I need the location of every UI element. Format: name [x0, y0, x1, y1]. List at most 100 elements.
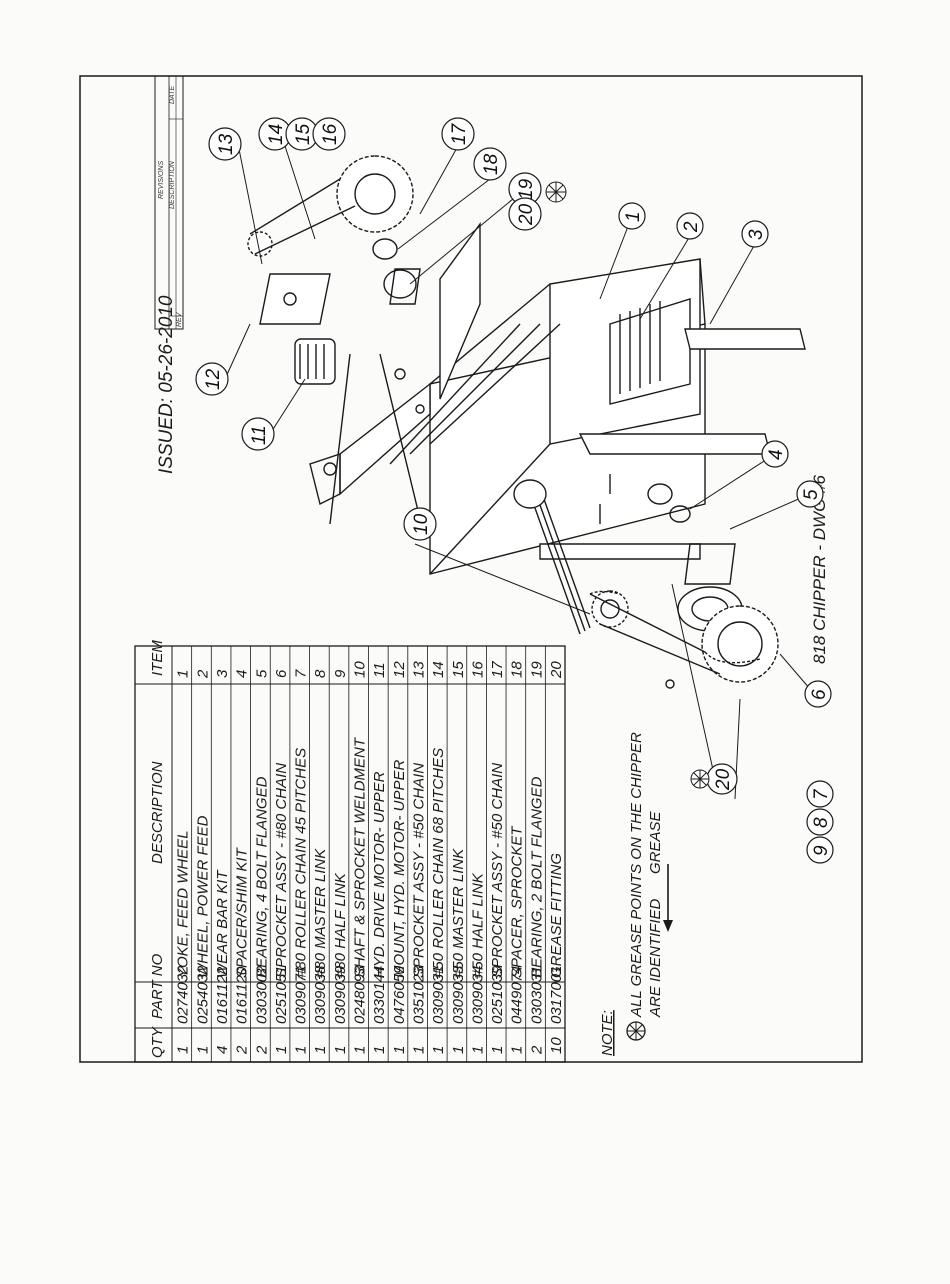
cell-description: BEARING, 4 BOLT FLANGED	[253, 776, 270, 978]
table-header-part-no: PART NO	[149, 953, 166, 1019]
svg-text:20: 20	[713, 768, 734, 791]
svg-text:8: 8	[811, 817, 832, 828]
balloon-4: 4	[761, 440, 789, 468]
cell-item: 2	[194, 669, 211, 679]
cell-description: SPACER, SPROCKET	[509, 825, 526, 978]
drawing-title: 818 CHIPPER - DWG #6	[810, 475, 829, 664]
cell-qty: 1	[450, 1046, 467, 1054]
revisions-description: DESCRIPTION	[169, 160, 176, 209]
cell-part-no: 0317001	[548, 966, 565, 1024]
svg-text:17: 17	[449, 122, 470, 145]
cell-description: #50 HALF LINK	[469, 872, 486, 978]
cell-qty: 4	[214, 1046, 231, 1054]
assembly-illustration	[247, 155, 806, 689]
cell-qty: 1	[332, 1046, 349, 1054]
cell-part-no: 0309031	[430, 966, 447, 1024]
revisions-block: REVISIONS REV DESCRIPTION DATE	[154, 75, 184, 330]
svg-text:15: 15	[293, 123, 314, 145]
balloon-17: 17	[441, 117, 475, 151]
svg-text:3: 3	[746, 229, 767, 240]
cell-item: 17	[489, 661, 506, 678]
cell-part-no: 0251051	[273, 966, 290, 1024]
cell-description: GREASE FITTING	[548, 853, 565, 978]
cell-qty: 10	[548, 1037, 565, 1054]
svg-text:9: 9	[811, 845, 832, 856]
svg-text:16: 16	[320, 123, 341, 145]
feed-wheel-yoke	[309, 221, 706, 575]
issued-date: ISSUED: 05-26-2010	[156, 295, 177, 474]
cell-description: YOKE, FEED WHEEL	[175, 830, 192, 978]
cell-item: 12	[391, 661, 408, 678]
svg-text:12: 12	[203, 368, 224, 390]
cell-part-no: 0309033	[450, 965, 467, 1024]
balloon-18: 18	[473, 147, 507, 181]
cell-part-no: 0303031	[528, 966, 545, 1024]
note-line-2: ARE IDENTIFIED	[647, 898, 664, 1018]
balloon-11: 11	[241, 417, 275, 451]
cell-qty: 1	[312, 1046, 329, 1054]
balloon-7: 7	[806, 780, 834, 808]
cell-part-no: 0254032	[194, 965, 211, 1024]
cell-part-no: 0274032	[175, 965, 192, 1024]
cell-description: #80 HALF LINK	[332, 872, 349, 978]
cell-description: #50 ROLLER CHAIN 68 PITCHES	[430, 748, 447, 978]
cell-part-no: 0309034	[469, 966, 486, 1024]
svg-text:11: 11	[249, 425, 270, 445]
cell-part-no: 0449074	[509, 966, 526, 1024]
cell-part-no: 0309071	[293, 966, 310, 1024]
cell-description: SPACER/SHIM KIT	[234, 846, 251, 978]
cell-description: MOUNT, HYD. MOTOR- UPPER	[391, 759, 408, 978]
cell-qty: 1	[430, 1046, 447, 1054]
revisions-date: DATE	[169, 86, 176, 104]
revisions-rev: REV	[176, 311, 183, 327]
cell-part-no: 0330144	[371, 966, 388, 1024]
svg-text:13: 13	[216, 133, 237, 155]
cell-description: HYD. DRIVE MOTOR- UPPER	[371, 771, 388, 978]
cell-part-no: 0161120	[234, 966, 251, 1024]
table-header-qty: QTY	[149, 1026, 166, 1058]
cell-description: BEARING, 2 BOLT FLANGED	[528, 776, 545, 978]
cell-part-no: 0303002	[253, 965, 270, 1024]
cell-qty: 2	[253, 1045, 270, 1055]
table-header-item: ITEM	[149, 640, 166, 676]
grease-note: NOTE: ALL GREASE POINTS ON THE CHIPPER A…	[599, 732, 673, 1056]
note-title: NOTE:	[599, 1010, 616, 1056]
cell-item: 10	[352, 661, 369, 678]
svg-text:5: 5	[801, 489, 822, 500]
cell-part-no: 0351023	[410, 965, 427, 1024]
cell-part-no: 0476059	[391, 965, 408, 1024]
cell-item: 9	[332, 669, 349, 678]
cell-qty: 1	[391, 1046, 408, 1054]
wear-bar-kit	[539, 328, 806, 560]
cell-item: 1	[175, 670, 192, 678]
cell-qty: 1	[175, 1046, 192, 1054]
cell-description: WEAR BAR KIT	[214, 869, 231, 978]
upper-drive-motor	[259, 273, 336, 385]
cell-description: #80 ROLLER CHAIN 45 PITCHES	[293, 748, 310, 978]
balloon-3: 3	[741, 220, 769, 248]
sprocket-80-chain	[589, 590, 779, 683]
svg-text:19: 19	[516, 178, 537, 200]
balloon-9: 9	[806, 836, 834, 864]
table-header-description: DESCRIPTION	[149, 761, 166, 864]
cell-qty: 1	[489, 1046, 506, 1054]
svg-text:6: 6	[809, 689, 830, 700]
cell-qty: 2	[528, 1045, 545, 1055]
svg-text:18: 18	[481, 153, 502, 175]
cell-item: 19	[528, 661, 545, 678]
